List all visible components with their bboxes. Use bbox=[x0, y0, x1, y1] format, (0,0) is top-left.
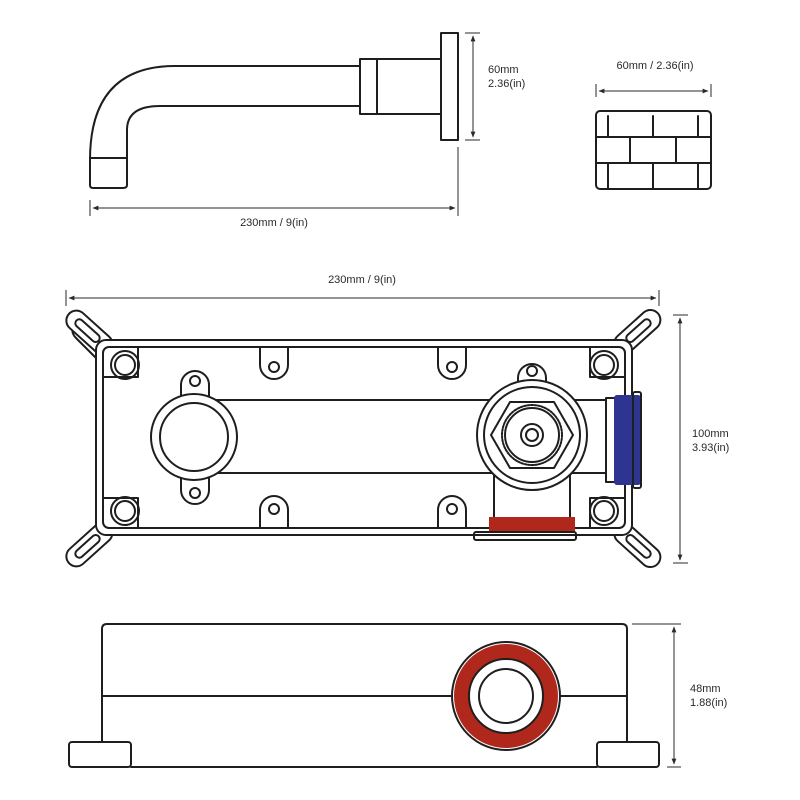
left-port bbox=[150, 370, 238, 505]
spout-width-label: 230mm / 9(in) bbox=[240, 217, 308, 229]
corner-boss bbox=[102, 496, 140, 529]
spout-collar bbox=[359, 58, 378, 115]
valve-box-side-view: 48mm 1.88(in) bbox=[68, 623, 727, 768]
side-foot-left bbox=[68, 741, 132, 768]
corner-boss bbox=[589, 346, 626, 380]
corner-boss bbox=[102, 346, 140, 380]
wall-tab bbox=[259, 495, 289, 529]
spout-side-view: 60mm 2.36(in) 230mm / 9(in) bbox=[89, 32, 525, 229]
side-body bbox=[101, 623, 628, 743]
wall-mount-view: 60mm / 2.36(in) bbox=[595, 60, 712, 190]
spout-wall-plate bbox=[440, 32, 459, 141]
spout-height-in: 2.36(in) bbox=[488, 78, 525, 90]
hot-inlet-seal bbox=[489, 517, 575, 532]
side-height-mm: 48mm bbox=[690, 683, 721, 695]
side-foot-right bbox=[596, 741, 660, 768]
spline-ring bbox=[501, 404, 563, 466]
spout-body bbox=[376, 58, 442, 115]
side-height-in: 1.88(in) bbox=[690, 697, 727, 709]
cold-outlet-seal bbox=[614, 395, 641, 485]
wall-tab bbox=[259, 346, 289, 380]
box-height-mm: 100mm bbox=[692, 428, 729, 440]
spout-pipe bbox=[89, 65, 361, 189]
wall-tab bbox=[437, 346, 467, 380]
side-port-bore bbox=[478, 668, 534, 724]
wall-width-label: 60mm / 2.36(in) bbox=[616, 60, 693, 72]
inlet-fitting bbox=[473, 531, 577, 541]
valve-body bbox=[473, 363, 588, 541]
brick-pattern bbox=[595, 115, 712, 190]
hex-nut bbox=[490, 401, 574, 469]
spout-height-mm: 60mm bbox=[488, 64, 519, 76]
corner-boss bbox=[589, 496, 626, 529]
box-width-label: 230mm / 9(in) bbox=[328, 274, 396, 286]
right-outlet bbox=[605, 391, 642, 489]
valve-box-front-view: 230mm / 9(in) bbox=[65, 274, 729, 569]
wall-tab bbox=[437, 495, 467, 529]
box-height-in: 3.93(in) bbox=[692, 442, 729, 454]
